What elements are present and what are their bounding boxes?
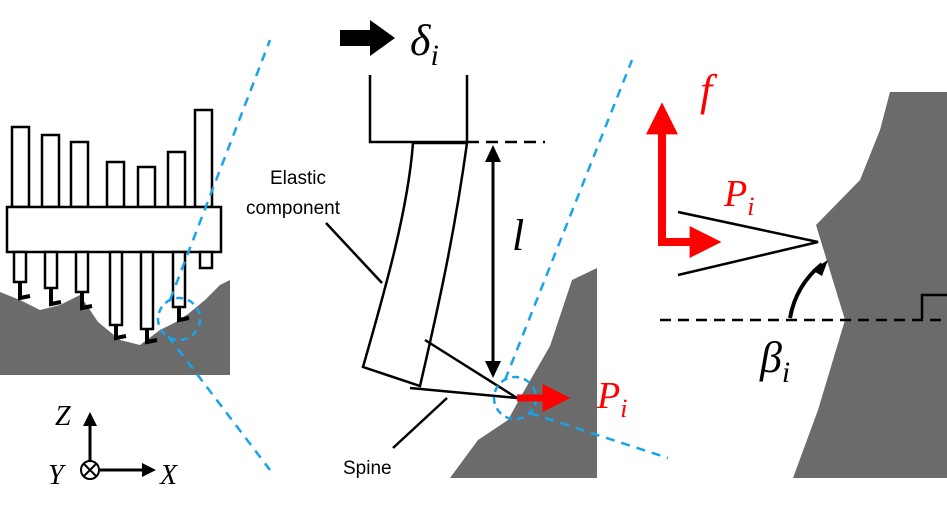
zoom-guide-lower — [167, 335, 271, 471]
center-panel: δi l Elastic component Spine Pi — [246, 16, 669, 479]
spine-tip-wedge — [677, 210, 819, 277]
delta-symbol: δ — [410, 16, 432, 65]
displacement-arrow — [340, 20, 395, 56]
axis-x-label: X — [159, 460, 178, 491]
elastic-label-line2: component — [246, 198, 341, 219]
axis-z-label: Z — [55, 401, 71, 432]
force-center-subscript: i — [620, 394, 627, 423]
wall-terrain — [450, 268, 597, 478]
svg-text:Pi: Pi — [596, 375, 627, 423]
right-angle-mark — [920, 293, 947, 319]
asperity-terrain — [793, 92, 947, 478]
force-f-label: f — [700, 66, 718, 115]
axis-y-label: Y — [48, 460, 67, 491]
elastic-label-line1: Elastic — [270, 168, 326, 189]
svg-text:δi: δi — [410, 16, 439, 72]
force-right-symbol: P — [723, 173, 747, 215]
spine-array — [5, 108, 223, 331]
length-label: l — [512, 211, 524, 260]
svg-text:βi: βi — [759, 333, 790, 389]
force-center-symbol: P — [596, 375, 620, 417]
force-right-subscript: i — [747, 192, 754, 221]
svg-text:Pi: Pi — [723, 173, 754, 221]
delta-subscript: i — [430, 39, 438, 72]
elastic-component — [361, 141, 469, 388]
right-panel: f Pi βi — [646, 66, 947, 478]
elastic-leader — [325, 222, 383, 284]
zoom-guide-upper — [168, 39, 272, 301]
spine-tips — [18, 282, 190, 345]
zoom-guide-center-lower — [529, 411, 669, 460]
holder-bracket — [368, 75, 469, 144]
left-panel — [0, 39, 272, 471]
rough-terrain — [0, 280, 230, 375]
beta-subscript: i — [782, 356, 790, 389]
angle-arc-arrowhead — [812, 260, 828, 276]
spine-leader — [392, 397, 448, 449]
zoom-circle-left — [156, 296, 202, 342]
coordinate-axes: Z Y X — [48, 401, 178, 491]
beta-symbol: β — [759, 333, 782, 382]
spine-label: Spine — [343, 458, 392, 479]
